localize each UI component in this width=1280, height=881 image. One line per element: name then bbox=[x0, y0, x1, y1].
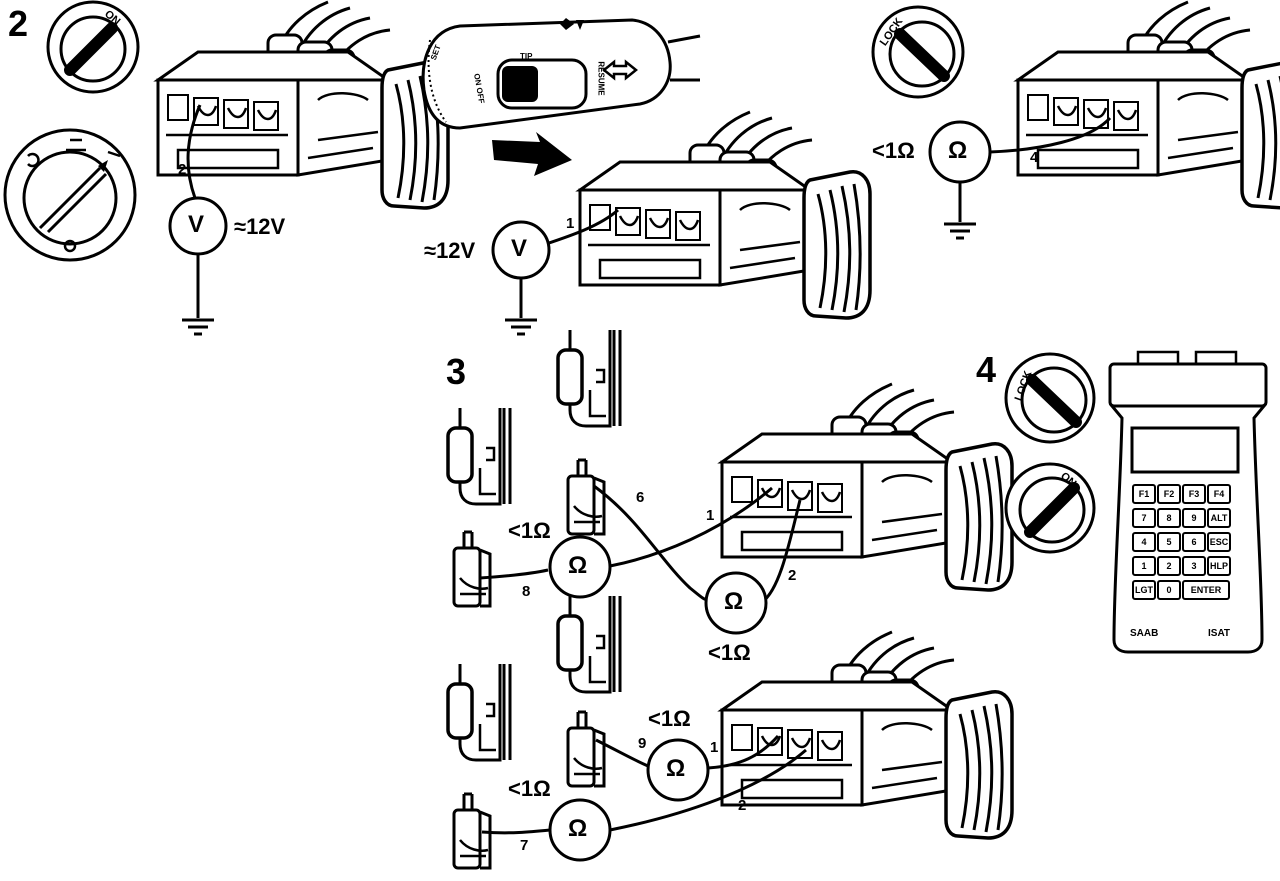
pin-number: 6 bbox=[636, 489, 645, 506]
keypad-key: HLP bbox=[1207, 556, 1231, 576]
keypad-key: 4 bbox=[1132, 532, 1156, 552]
keypad-key: ENTER bbox=[1182, 580, 1230, 600]
keypad-key: 0 bbox=[1157, 580, 1181, 600]
probe-wire bbox=[186, 104, 202, 199]
switch-terminal-upper bbox=[556, 328, 622, 428]
switch-terminal-upper bbox=[446, 406, 512, 506]
pin-number: 8 bbox=[522, 583, 531, 600]
keypad-key: F1 bbox=[1132, 484, 1156, 504]
keypad-key: F4 bbox=[1207, 484, 1231, 504]
ohmmeter-symbol: Ω bbox=[666, 755, 686, 782]
switch-terminal-upper bbox=[446, 662, 512, 762]
direction-arrow-icon bbox=[492, 132, 572, 176]
ohmmeter-icon bbox=[548, 535, 612, 599]
light-switch-icon bbox=[3, 128, 137, 262]
keypad-key: 6 bbox=[1182, 532, 1206, 552]
ohmmeter-symbol: Ω bbox=[948, 137, 968, 164]
ground-icon bbox=[503, 318, 539, 336]
voltage-reading: ≈12V bbox=[424, 238, 476, 263]
ignition-switch-lock-icon bbox=[871, 5, 965, 99]
pin-number: 2 bbox=[788, 567, 797, 584]
contact-pin-8 bbox=[452, 530, 492, 608]
probe-wire bbox=[989, 116, 1112, 154]
pin-number: 1 bbox=[710, 739, 719, 756]
connector-housing-panel2 bbox=[156, 0, 450, 210]
keypad-key: 3 bbox=[1182, 556, 1206, 576]
pin-number: 2 bbox=[738, 797, 747, 814]
stalk-tip-label: TIP bbox=[520, 52, 533, 61]
keypad-key: 1 bbox=[1132, 556, 1156, 576]
connector-housing-panel2c bbox=[1016, 0, 1280, 210]
tester-model-label: ISAT bbox=[1208, 628, 1231, 639]
connector-housing-panel3-top bbox=[720, 382, 1014, 592]
stalk-resume-label: RESUME bbox=[596, 61, 606, 96]
keypad-key: 7 bbox=[1132, 508, 1156, 528]
step-number-3: 3 bbox=[446, 351, 467, 392]
switch-terminal-upper bbox=[556, 594, 622, 694]
connector-housing-panel2b bbox=[578, 110, 872, 320]
keypad-key: 9 bbox=[1182, 508, 1206, 528]
keypad-key: F2 bbox=[1157, 484, 1181, 504]
pin-number: 1 bbox=[566, 215, 575, 232]
pin-number: 4 bbox=[1030, 149, 1039, 166]
resistance-reading: <1Ω bbox=[648, 706, 691, 731]
voltage-reading: ≈12V bbox=[234, 214, 286, 239]
voltmeter-symbol: V bbox=[188, 211, 205, 238]
pin-number: 7 bbox=[520, 837, 529, 854]
pin-number: 1 bbox=[706, 507, 715, 524]
resistance-reading: <1Ω bbox=[708, 640, 751, 665]
ohmmeter-symbol: Ω bbox=[568, 552, 588, 579]
ohmmeter-icon bbox=[548, 798, 612, 862]
pin-number: 9 bbox=[638, 735, 647, 752]
keypad-key: 2 bbox=[1157, 556, 1181, 576]
connector-housing-panel3-bottom bbox=[720, 630, 1014, 840]
keypad-key: LGT bbox=[1132, 580, 1156, 600]
keypad-key: 8 bbox=[1157, 508, 1181, 528]
step-number-4: 4 bbox=[976, 349, 997, 390]
resistance-reading: <1Ω bbox=[508, 776, 551, 801]
ohmmeter-icon bbox=[646, 738, 710, 802]
contact-pin-6 bbox=[566, 458, 606, 536]
pin-number: 2 bbox=[178, 161, 187, 178]
ground-icon bbox=[180, 318, 216, 336]
keypad-key: ALT bbox=[1207, 508, 1231, 528]
contact-pin-9 bbox=[566, 710, 606, 788]
keypad-key: ESC bbox=[1207, 532, 1231, 552]
ignition-switch-on-icon bbox=[46, 0, 140, 94]
ignition-switch-lock-icon bbox=[1004, 352, 1096, 444]
ground-icon bbox=[942, 222, 978, 240]
step-number-2: 2 bbox=[8, 3, 29, 44]
ohmmeter-symbol: Ω bbox=[724, 588, 744, 615]
keypad-key: 5 bbox=[1157, 532, 1181, 552]
resistance-reading: <1Ω bbox=[872, 138, 915, 163]
keypad-key: F3 bbox=[1182, 484, 1206, 504]
resistance-reading: <1Ω bbox=[508, 518, 551, 543]
ohmmeter-symbol: Ω bbox=[568, 815, 588, 842]
cruise-control-stalk-icon bbox=[421, 18, 701, 130]
voltmeter-symbol: V bbox=[511, 235, 528, 262]
probe-wire bbox=[545, 208, 619, 246]
ignition-switch-on-icon bbox=[1004, 462, 1096, 554]
tester-brand-label: SAAB bbox=[1130, 628, 1159, 639]
ohmmeter-icon bbox=[704, 571, 768, 635]
